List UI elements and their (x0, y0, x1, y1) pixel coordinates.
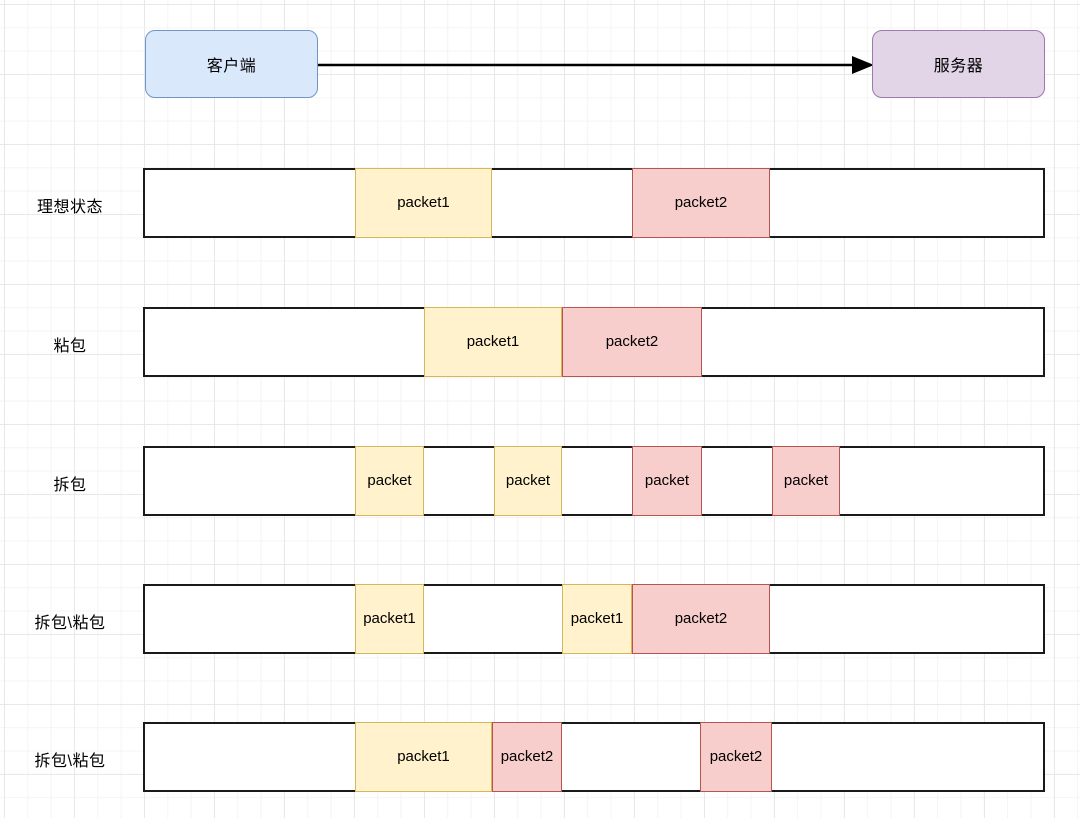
node-server[interactable]: 服务器 (872, 30, 1045, 98)
packet-segment-label: packet2 (709, 748, 763, 766)
packet-segment[interactable]: packet2 (492, 721, 562, 792)
packet-segment[interactable]: packet1 (562, 583, 632, 654)
packet-segment[interactable]: packet2 (632, 167, 770, 238)
row-label: 拆包\粘包 (34, 753, 106, 770)
stream-bar: packet1 packet2 (143, 167, 1045, 238)
packet-segment[interactable]: packet (632, 445, 702, 516)
stream-bar: packet1 packet2 (143, 306, 1045, 377)
packet-segment-label: packet2 (605, 333, 659, 351)
row-label: 理想状态 (36, 199, 103, 216)
packet-segment-label: packet2 (674, 194, 728, 212)
packet-segment[interactable]: packet2 (700, 721, 772, 792)
row-label: 拆包\粘包 (34, 615, 106, 632)
packet-segment-label: packet1 (363, 610, 416, 628)
packet-segment[interactable]: packet1 (424, 306, 562, 377)
row-label: 粘包 (53, 338, 87, 355)
stream-bar: packet1 packet1 packet2 (143, 583, 1045, 654)
packet-segment-label: packet1 (570, 610, 624, 628)
packet-segment[interactable]: packet2 (562, 306, 702, 377)
packet-segment-label: packet1 (466, 333, 520, 351)
packet-segment[interactable]: packet1 (355, 167, 492, 238)
packet-segment-label: packet1 (397, 194, 450, 212)
packet-segment-label: packet1 (397, 748, 450, 766)
arrow-right-icon (318, 56, 874, 74)
packet-segment-label: packet2 (500, 748, 554, 766)
packet-segment[interactable]: packet1 (355, 721, 492, 792)
packet-segment-label: packet (505, 472, 551, 490)
row-label: 拆包 (53, 477, 87, 494)
packet-segment[interactable]: packet1 (355, 583, 424, 654)
stream-bar: packet1 packet2 packet2 (143, 721, 1045, 792)
stream-bar: packet packet packet packet (143, 445, 1045, 516)
packet-segment-label: packet (367, 472, 412, 490)
node-client[interactable]: 客户端 (145, 30, 318, 98)
packet-segment-label: packet (783, 472, 829, 490)
packet-segment[interactable]: packet (355, 445, 424, 516)
packet-segment-label: packet (644, 472, 690, 490)
node-client-label: 客户端 (206, 58, 257, 75)
packet-segment[interactable]: packet2 (632, 583, 770, 654)
packet-segment[interactable]: packet (494, 445, 562, 516)
packet-segment-label: packet2 (674, 610, 728, 628)
packet-segment[interactable]: packet (772, 445, 840, 516)
node-server-label: 服务器 (933, 58, 984, 75)
